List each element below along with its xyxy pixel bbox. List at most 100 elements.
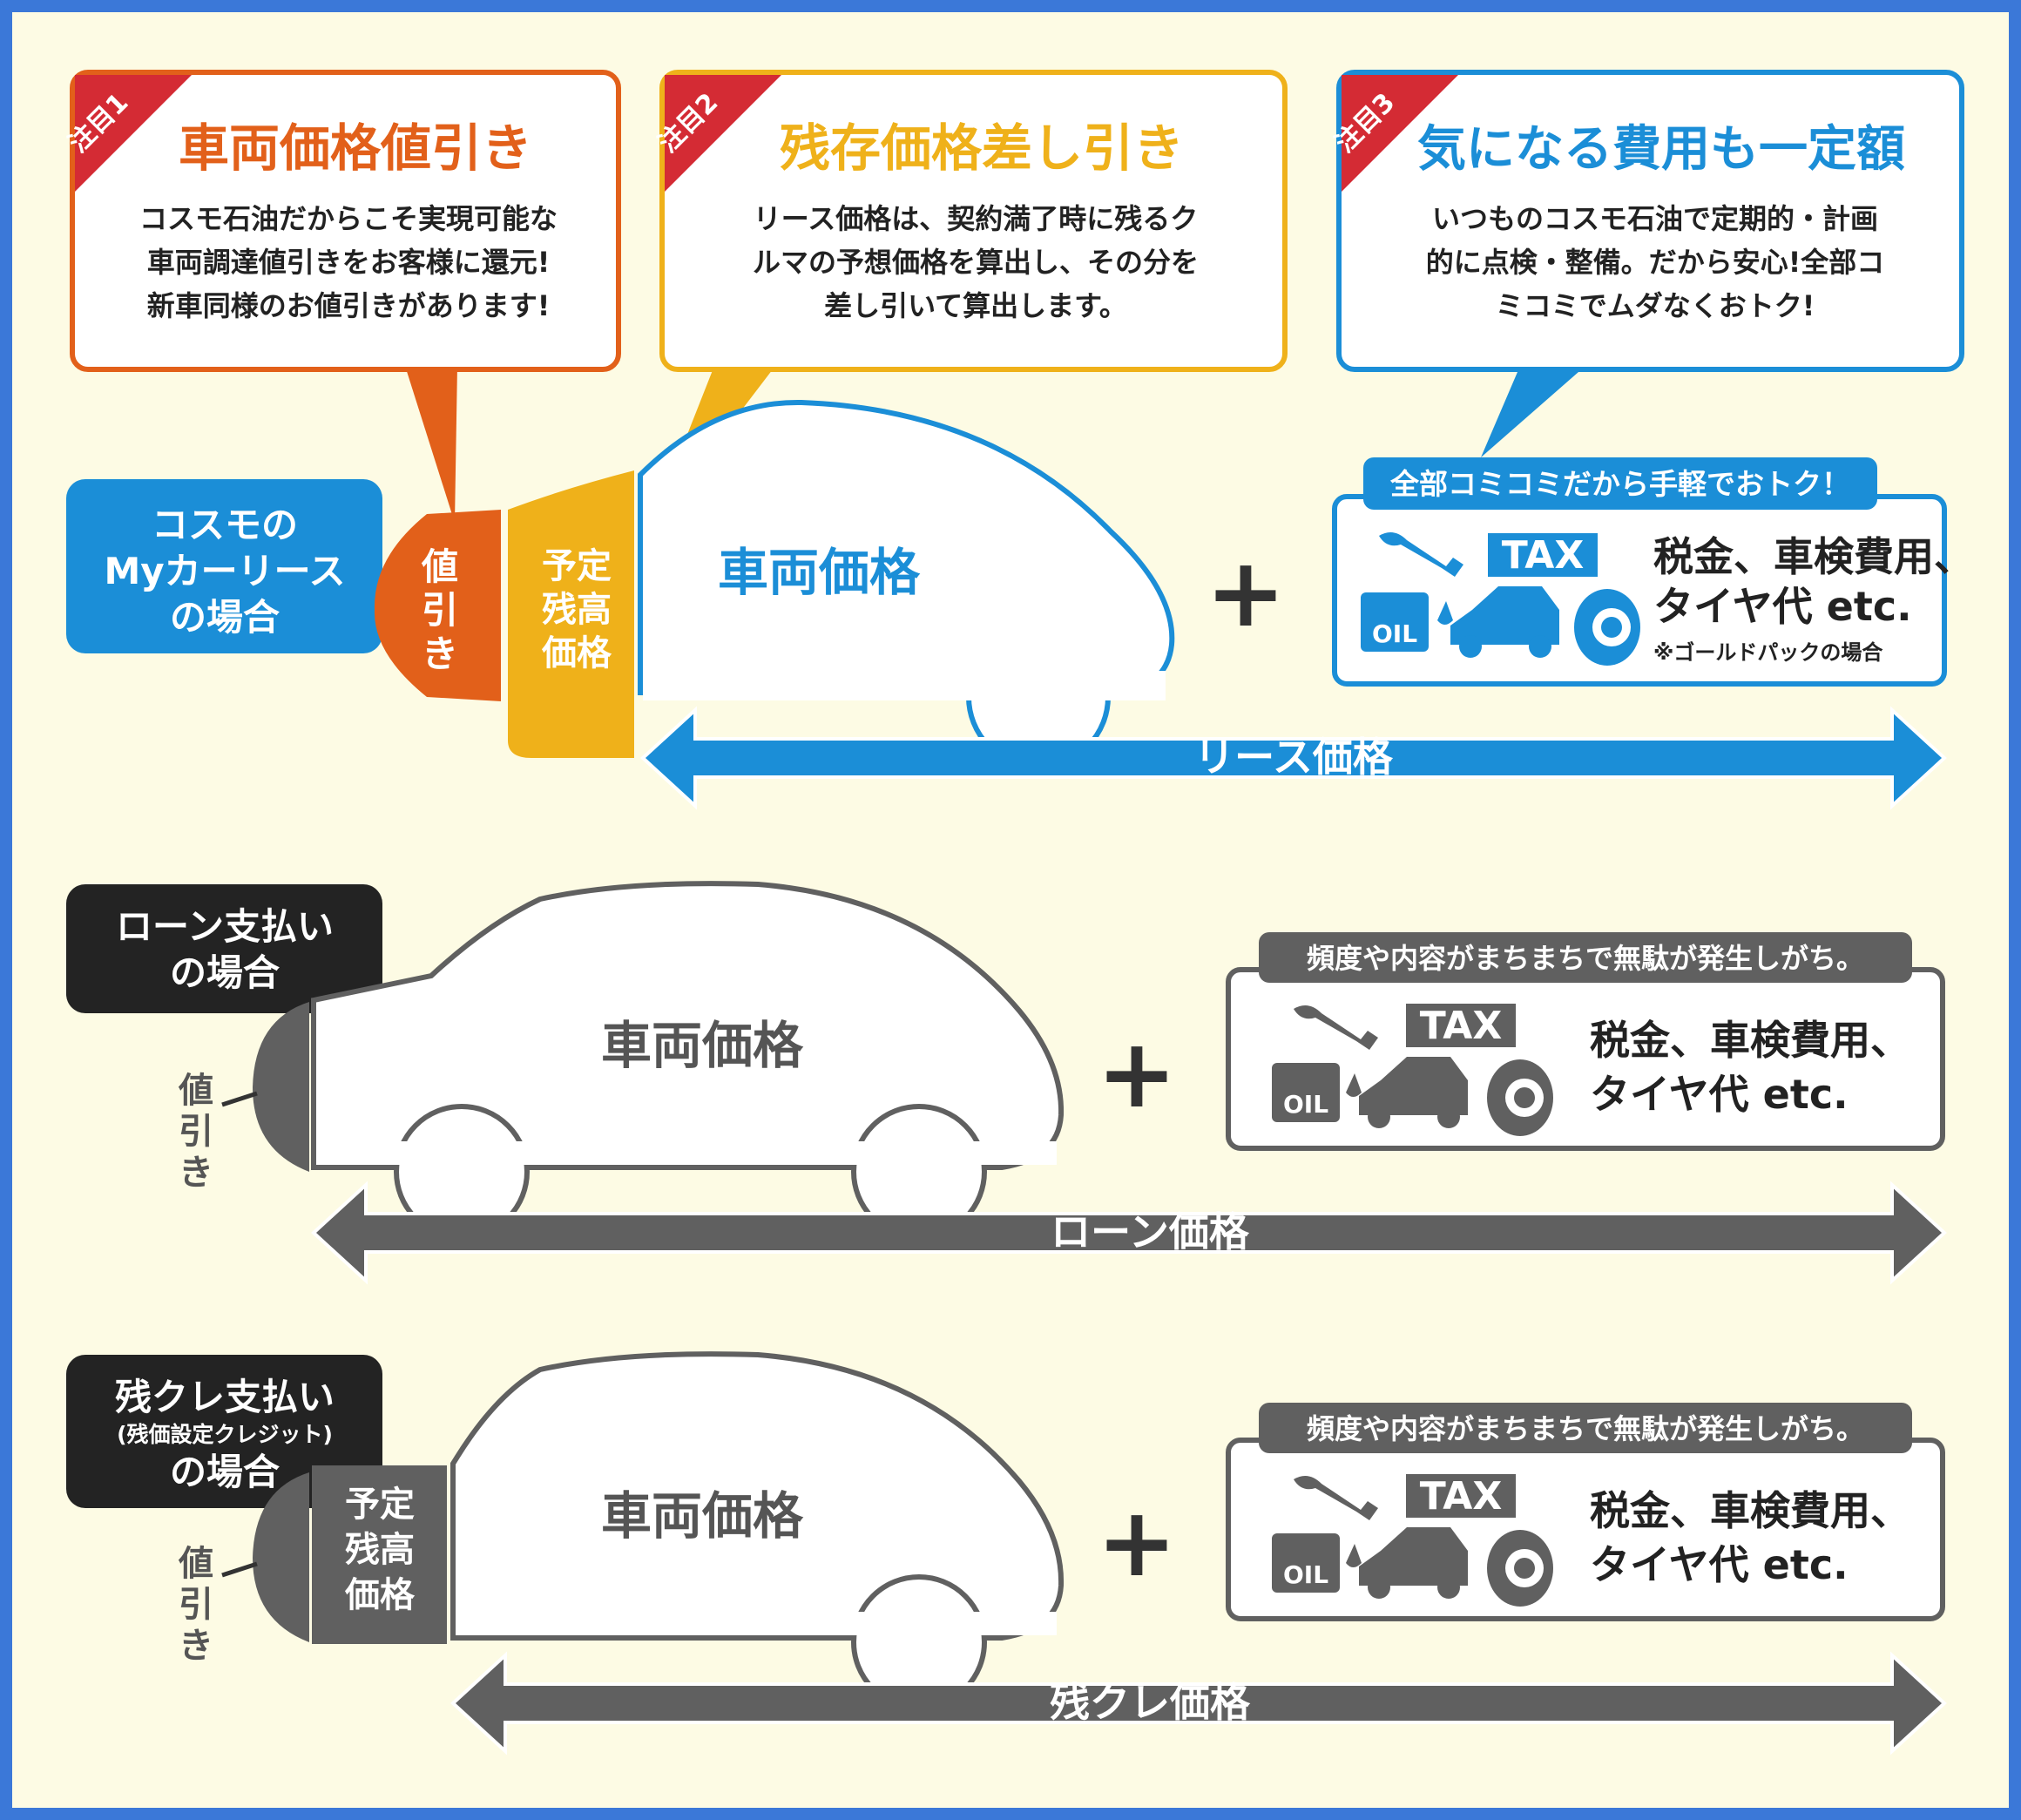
lease-cost-box: 全部コミコミだから手軽でおトク！ OIL TAX 税金、車検費用、 タイヤ代 e… xyxy=(1332,457,1974,687)
car-icon-wheel xyxy=(1437,1106,1460,1128)
lease-discount-segment xyxy=(374,510,501,701)
loan-cost-header: 頻度や内容がまちまちで無駄が発生しがち。 xyxy=(1307,942,1864,975)
lease-cost-tax: TAX xyxy=(1502,533,1585,578)
residual-credit-section: 残クレ支払い (残価設定クレジット) の場合 値 引 き 予定 残高 価格 車両… xyxy=(66,1351,1947,1756)
residual-credit-label-line-2: (残価設定クレジット) xyxy=(117,1422,333,1447)
lease-cost-text-2: タイヤ代 etc. xyxy=(1653,583,1912,630)
residual-credit-discount-char-3: き xyxy=(179,1626,213,1666)
residual-credit-cost-header-bg xyxy=(1259,1403,1912,1453)
car-icon xyxy=(1359,1527,1468,1586)
oil-can-icon xyxy=(1361,592,1429,652)
lease-residual-line-3: 価格 xyxy=(541,633,612,673)
residual-credit-car-body xyxy=(450,1351,1065,1641)
loan-cost-box: 頻度や内容がまちまちで無駄が発生しがち。 OIL TAX 税金、車検費用、 タイ… xyxy=(1226,932,1945,1151)
callout-3-pointer xyxy=(1481,366,1585,457)
residual-credit-residual-line-3: 価格 xyxy=(344,1575,416,1615)
callout-2-box xyxy=(659,70,1288,372)
callout-2-line-3: 差し引いて算出します。 xyxy=(824,289,1127,322)
callout-1-badge-bg xyxy=(75,75,192,192)
loan-label-line-1: ローン支払い xyxy=(116,905,334,948)
residual-credit-residual-line-1: 予定 xyxy=(345,1485,415,1525)
loan-car-label: 車両価格 xyxy=(601,1016,804,1075)
car-icon xyxy=(1359,1057,1468,1115)
tax-tag-bg xyxy=(1406,1004,1516,1047)
loan-cost-text-1: 税金、車検費用、 xyxy=(1590,1017,1910,1064)
lease-residual-segment xyxy=(508,470,634,758)
loan-car-body xyxy=(311,881,1065,1170)
oil-icon-label: OIL xyxy=(1372,619,1417,648)
callout-1-title: 車両価格値引き xyxy=(179,118,532,178)
callout-2-line-2: ルマの予想価格を算出し、その分を xyxy=(753,246,1199,279)
lease-label-line-3: の場合 xyxy=(170,596,280,639)
tire-icon-center xyxy=(1514,1087,1535,1108)
lease-car-wheel-mask xyxy=(964,623,1112,698)
lease-cost-header: 全部コミコミだから手軽でおトク！ xyxy=(1389,467,1850,501)
loan-cost-header-bg xyxy=(1259,932,1912,983)
loan-cost-icons: OIL TAX xyxy=(1272,1004,1553,1136)
lease-car-label: 車両価格 xyxy=(718,543,921,602)
loan-discount-char-3: き xyxy=(179,1153,213,1193)
wrench-icon xyxy=(1294,1005,1378,1050)
residual-credit-cost-box: 頻度や内容がまちまちで無駄が発生しがち。 OIL TAX 税金、車検費用、 タイ… xyxy=(1226,1403,1945,1621)
car-icon-wheel xyxy=(1368,1576,1390,1599)
residual-credit-discount-char-2: 引 xyxy=(179,1585,213,1625)
loan-plus: + xyxy=(1097,1018,1177,1129)
car-icon-wheel xyxy=(1529,635,1551,658)
lease-discount-char-3: き xyxy=(422,633,458,675)
callout-3-line-3: ミコミでムダなくおトク! xyxy=(1496,289,1815,322)
lease-cost-text-1: 税金、車検費用、 xyxy=(1653,533,1974,580)
lease-discount-char-1: 値 xyxy=(421,545,458,588)
car-icon xyxy=(1450,586,1559,645)
residual-credit-arrow xyxy=(450,1651,1947,1756)
loan-car-body-fill xyxy=(316,1141,1057,1165)
residual-credit-plus: + xyxy=(1097,1486,1177,1598)
residual-credit-label-box xyxy=(66,1355,382,1508)
lease-cost-icons: OIL TAX xyxy=(1361,532,1640,666)
residual-credit-discount-leader xyxy=(221,1561,258,1578)
residual-credit-car-label: 車両価格 xyxy=(601,1486,804,1546)
car-icon-wheel xyxy=(1368,1106,1390,1128)
oil-icon-label: OIL xyxy=(1283,1560,1328,1589)
car-icon-wheel xyxy=(1459,635,1482,658)
tire-icon-center xyxy=(1601,617,1622,638)
callout-3-badge-bg xyxy=(1342,75,1458,192)
callout-2: 注目2 残存価格差し引き リース価格は、契約満了時に残るク ルマの予想価格を算出… xyxy=(649,70,1288,531)
residual-credit-discount-char-1: 値 xyxy=(178,1544,213,1584)
lease-arrow-label: リース価格 xyxy=(1194,734,1394,781)
callout-1-line-1: コスモ石油だからこそ実現可能な xyxy=(139,202,558,235)
loan-discount-char-2: 引 xyxy=(179,1112,213,1152)
lease-arrow xyxy=(640,706,1947,810)
callout-1-pointer xyxy=(405,366,457,523)
tax-tag-bg xyxy=(1406,1474,1516,1518)
lease-cost-note: ※ゴールドパックの場合 xyxy=(1653,640,1883,665)
car-icon-wheel xyxy=(1437,1576,1460,1599)
loan-label-line-2: の場合 xyxy=(170,951,280,994)
loan-discount-leader xyxy=(221,1091,258,1107)
lease-residual-line-1: 予定 xyxy=(542,546,612,586)
tire-icon-center xyxy=(1514,1558,1535,1579)
loan-cost-text-2: タイヤ代 etc. xyxy=(1590,1071,1849,1118)
callout-3-line-1: いつものコスモ石油で定期的・計画 xyxy=(1432,202,1878,235)
lease-car xyxy=(638,399,1175,769)
residual-credit-residual-line-2: 残高 xyxy=(345,1530,415,1570)
loan-label-box xyxy=(66,884,382,1013)
callout-2-title: 残存価格差し引き xyxy=(780,118,1184,178)
wrench-icon xyxy=(1294,1476,1378,1520)
callout-1-line-2: 車両調達値引きをお客様に還元! xyxy=(147,246,551,279)
residual-credit-cost-text-2: タイヤ代 etc. xyxy=(1590,1541,1849,1588)
loan-cost-tax: TAX xyxy=(1420,1004,1503,1048)
residual-credit-cost-tax: TAX xyxy=(1420,1474,1503,1519)
residual-credit-cost-icons: OIL TAX xyxy=(1272,1474,1553,1607)
loan-discount-char-1: 値 xyxy=(178,1071,213,1111)
loan-discount-segment xyxy=(253,1002,309,1172)
residual-credit-label-line-1: 残クレ支払い xyxy=(115,1376,335,1418)
wrench-icon xyxy=(1379,532,1463,577)
residual-credit-cost-text-1: 税金、車検費用、 xyxy=(1590,1487,1910,1534)
oil-drop-icon xyxy=(1346,1073,1362,1097)
lease-label-line-2: Myカーリース xyxy=(104,550,345,592)
residual-credit-car xyxy=(450,1351,1065,1710)
loan-arrow xyxy=(311,1181,1947,1285)
lease-label-box xyxy=(66,479,382,653)
oil-can-icon xyxy=(1272,1533,1340,1593)
